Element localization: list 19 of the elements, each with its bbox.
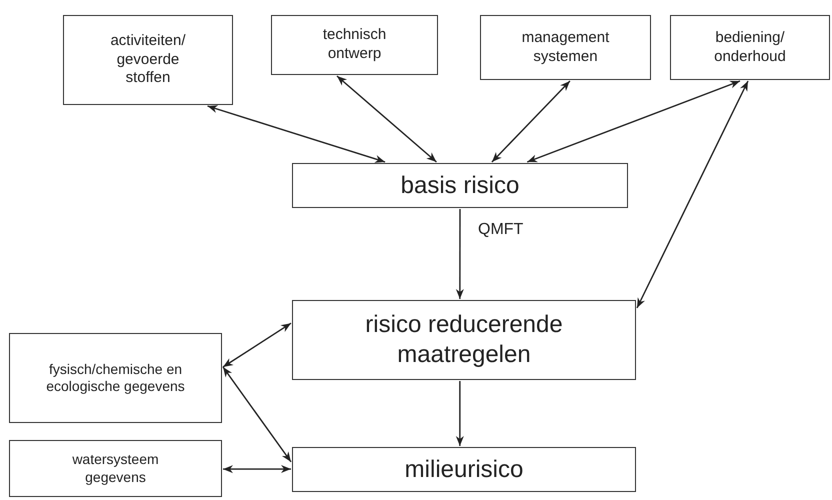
- arrow: [222, 322, 292, 368]
- arrow: [636, 80, 749, 308]
- arrow: [223, 465, 291, 474]
- process-box: basis risico: [292, 163, 628, 208]
- process-box: management systemen: [480, 15, 651, 80]
- process-box: fysisch/chemische en ecologische gegevens: [9, 333, 222, 423]
- arrow: [491, 80, 570, 162]
- process-box: activiteiten/ gevoerde stoffen: [63, 15, 233, 105]
- process-box: milieurisico: [292, 447, 636, 492]
- process-box: bediening/ onderhoud: [670, 15, 830, 80]
- process-box: technisch ontwerp: [271, 15, 438, 75]
- arrow: [526, 80, 740, 163]
- arrow: [222, 366, 292, 462]
- process-box: watersysteem gegevens: [9, 440, 222, 497]
- arrow: [456, 209, 464, 299]
- arrow: [336, 75, 437, 163]
- arrow: [456, 381, 464, 446]
- arrow: [207, 105, 386, 163]
- process-box: risico reducerende maatregelen: [292, 300, 636, 380]
